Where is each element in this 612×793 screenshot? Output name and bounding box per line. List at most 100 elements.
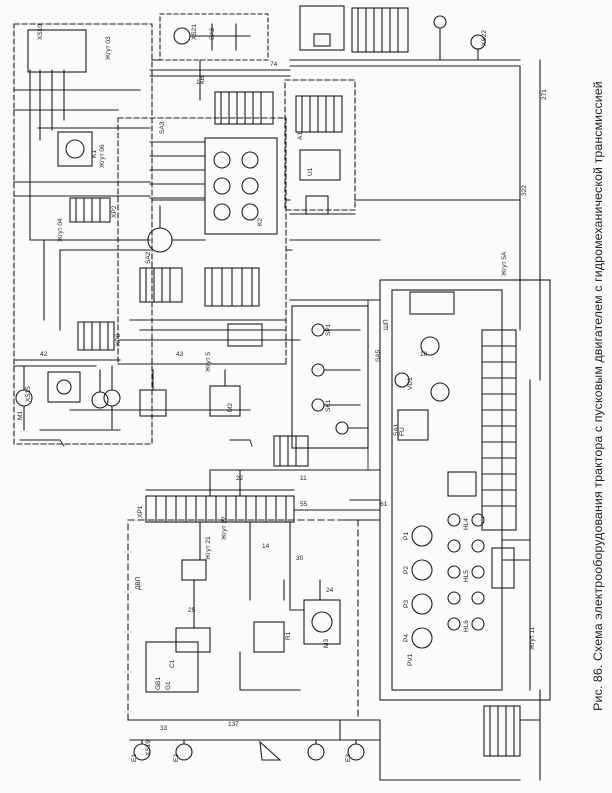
harness-box-left <box>13 23 153 445</box>
bottom-lamps <box>129 689 541 781</box>
label-e2: E2 <box>173 754 180 762</box>
label-c1: C1 <box>169 659 176 668</box>
wire-22: 22 <box>236 475 244 482</box>
figure-caption: Рис. 86. Схема электрооборудования тракт… <box>591 81 605 711</box>
wire-33: 33 <box>160 725 168 732</box>
wire-55: 55 <box>300 501 308 508</box>
switch-sa2 <box>139 267 183 303</box>
sensor-left <box>181 559 207 581</box>
label-zhgut-06: Жгут 06 <box>99 144 106 168</box>
label-p3: P3 <box>403 600 410 608</box>
wire-61: 61 <box>380 501 388 508</box>
relay-pack <box>204 137 278 235</box>
label-zhgut-5a: Жгут 5А <box>501 251 508 276</box>
connector-top-right <box>351 7 409 53</box>
lamp-block-right <box>209 385 241 417</box>
label-g1: G1 <box>165 681 172 690</box>
top-left-harness <box>13 23 153 445</box>
label-zhgut-04: Жгут 04 <box>57 218 64 242</box>
wire-43: 43 <box>176 351 184 358</box>
label-shp: ШП <box>383 319 390 330</box>
label-u1: U1 <box>307 167 314 176</box>
headlamp-block-left <box>47 371 81 403</box>
label-p1: P1 <box>403 532 410 540</box>
wire-30: 30 <box>296 555 304 562</box>
pc-block <box>253 621 285 653</box>
wire-14: 14 <box>262 543 270 550</box>
wire-11: 11 <box>300 475 307 482</box>
label-sa2: SA2 <box>145 251 152 264</box>
label-hl4: HL4 <box>463 518 470 530</box>
terminal-block-bottom-right <box>483 705 521 757</box>
starter-engine-box <box>127 519 381 721</box>
connector-strip-right <box>481 329 517 531</box>
label-zhgut-03: Жгут 03 <box>105 36 112 60</box>
label-sa5: SA5 <box>375 349 382 362</box>
connector-xp1 <box>145 495 295 523</box>
wire-24: 24 <box>326 587 334 594</box>
label-dvp: ДВП <box>135 576 142 590</box>
label-a1: A1 <box>297 132 304 140</box>
wire-42: 42 <box>40 351 48 358</box>
dashboard-panel <box>339 199 551 701</box>
label-pv1: PV1 <box>407 653 414 666</box>
label-sa1: SA1 <box>393 423 400 436</box>
module-right <box>303 599 341 645</box>
relay-block-k1 <box>57 131 93 167</box>
label-sa6: SA6 <box>209 27 216 40</box>
label-m3: M3 <box>323 639 330 648</box>
label-k1: K1 <box>91 150 98 158</box>
wire-271: 271 <box>541 89 548 100</box>
label-xp1: XP1 <box>137 505 144 518</box>
label-k2: K2 <box>257 218 264 226</box>
relay-box-upper-right <box>284 79 356 211</box>
control-unit-box <box>117 117 287 365</box>
label-sa3: SA3 <box>159 121 166 134</box>
battery-unit-box <box>27 29 87 73</box>
label-kv: КВ <box>199 76 206 84</box>
wire-10: 10 <box>420 351 428 358</box>
battery-gb1 <box>145 641 199 693</box>
label-sk1: SK1 <box>325 399 332 412</box>
label-gb1: GB1 <box>155 677 162 690</box>
switch-block <box>214 91 274 125</box>
wire-25: 25 <box>188 607 196 614</box>
label-e1: E1 <box>131 754 138 762</box>
label-zhgut-11: Жгут 11 <box>529 626 536 650</box>
label-zhgut-21: Жгут 21 <box>205 536 212 560</box>
terminal-block-xp8 <box>77 321 115 351</box>
label-vd1: VD1 <box>407 377 414 390</box>
connector-lower-center <box>227 323 263 347</box>
terminal-block-xp2 <box>69 197 111 223</box>
wire-74: 74 <box>270 61 278 68</box>
label-xs15: XS15 <box>25 386 32 402</box>
label-sp1: SP1 <box>325 323 332 336</box>
lamp-block-center <box>139 389 167 417</box>
gauge-block <box>299 5 345 51</box>
wire-137: 137 <box>228 721 239 728</box>
label-fu: FU <box>399 427 406 436</box>
label-m1: M1 <box>17 411 24 420</box>
label-xs22: XS22 <box>481 30 488 46</box>
label-e3: E3 <box>345 754 352 762</box>
wire-322: 322 <box>521 185 528 196</box>
top-right-gauges <box>284 5 541 381</box>
label-xs21: XS21 <box>191 24 198 40</box>
label-m2: M2 <box>227 403 234 412</box>
label-xp8: XP8 <box>115 333 122 346</box>
label-p4: P4 <box>403 634 410 642</box>
sensor-column <box>273 305 369 467</box>
label-hl5: HL5 <box>463 570 470 582</box>
label-xs10: XS10 <box>37 24 44 40</box>
label-p2: P2 <box>403 566 410 574</box>
wire-1: 1 <box>196 79 200 86</box>
label-zhgut-22: Жгут 22 <box>221 516 228 540</box>
routing-lines <box>19 59 369 471</box>
label-xs19: XS19 <box>145 740 152 756</box>
cab-switch-panel <box>69 13 291 417</box>
cab-connector-row <box>145 469 381 523</box>
label-hl6: HL6 <box>463 620 470 632</box>
dashboard-outer <box>379 279 551 701</box>
